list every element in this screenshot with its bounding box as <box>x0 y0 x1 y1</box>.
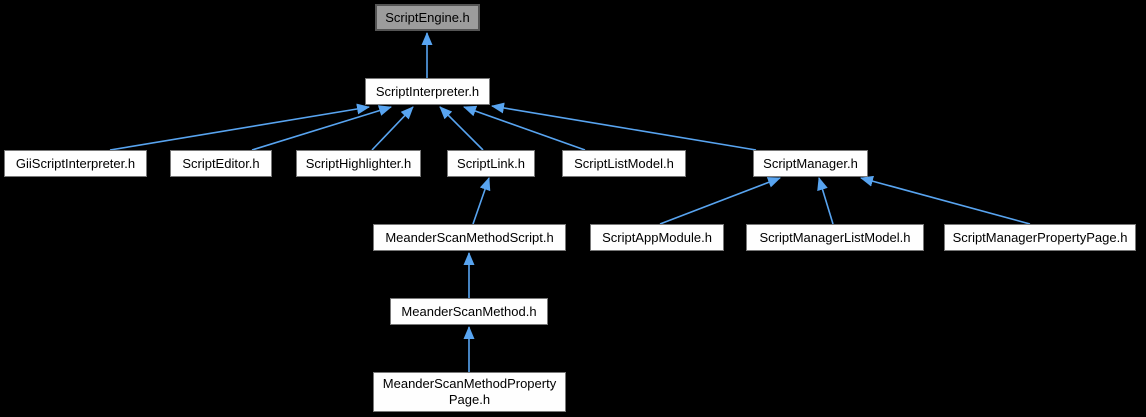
node-meander-scan-method[interactable]: MeanderScanMethod.h <box>390 298 548 325</box>
node-script-manager[interactable]: ScriptManager.h <box>753 150 868 177</box>
node-label: ScriptEditor.h <box>182 155 260 171</box>
edge-script-list-model-to-script-interpreter <box>463 105 586 151</box>
node-label: ScriptListModel.h <box>574 155 674 171</box>
node-label: ScriptLink.h <box>457 155 525 171</box>
node-label: MeanderScanMethod.h <box>401 303 537 319</box>
node-script-link[interactable]: ScriptLink.h <box>447 150 535 177</box>
edge-script-editor-to-script-interpreter <box>251 105 392 151</box>
node-script-editor[interactable]: ScriptEditor.h <box>170 150 272 177</box>
node-label: GiiScriptInterpreter.h <box>15 155 136 171</box>
node-meander-scan-method-script[interactable]: MeanderScanMethodScript.h <box>373 224 566 251</box>
edge-script-manager-list-model-to-script-manager <box>817 177 834 225</box>
node-label: MeanderScanMethodScript.h <box>385 229 554 245</box>
node-gii-script-interpreter[interactable]: GiiScriptInterpreter.h <box>4 150 147 177</box>
node-script-interpreter[interactable]: ScriptInterpreter.h <box>365 78 490 105</box>
edge-script-manager-property-page-to-script-manager <box>860 175 1031 225</box>
node-label: ScriptEngine.h <box>385 9 470 25</box>
node-label: ScriptManagerListModel.h <box>759 229 911 245</box>
node-script-manager-property-page[interactable]: ScriptManagerPropertyPage.h <box>944 224 1136 251</box>
node-meander-scan-method-property-page[interactable]: MeanderScanMethodProperty Page.h <box>373 372 566 412</box>
node-script-app-module[interactable]: ScriptAppModule.h <box>590 224 724 251</box>
edge-meander-scan-method-script-to-script-link <box>472 177 491 225</box>
edge-script-highlighter-to-script-interpreter <box>371 106 414 151</box>
node-label: ScriptManagerPropertyPage.h <box>952 229 1128 245</box>
node-script-engine: ScriptEngine.h <box>375 4 480 31</box>
edge-script-app-module-to-script-manager <box>659 177 781 225</box>
edge-gii-script-interpreter-to-script-interpreter <box>109 103 370 151</box>
node-label: ScriptInterpreter.h <box>375 83 480 99</box>
edge-script-manager-to-script-interpreter <box>491 102 757 151</box>
node-script-manager-list-model[interactable]: ScriptManagerListModel.h <box>746 224 924 251</box>
node-script-list-model[interactable]: ScriptListModel.h <box>562 150 686 177</box>
edge-script-link-to-script-interpreter <box>439 106 484 151</box>
node-label: ScriptManager.h <box>763 155 858 171</box>
node-label: ScriptHighlighter.h <box>305 155 412 171</box>
node-script-highlighter[interactable]: ScriptHighlighter.h <box>296 150 421 177</box>
node-label: MeanderScanMethodProperty Page.h <box>382 376 557 407</box>
node-label: ScriptAppModule.h <box>602 229 712 245</box>
